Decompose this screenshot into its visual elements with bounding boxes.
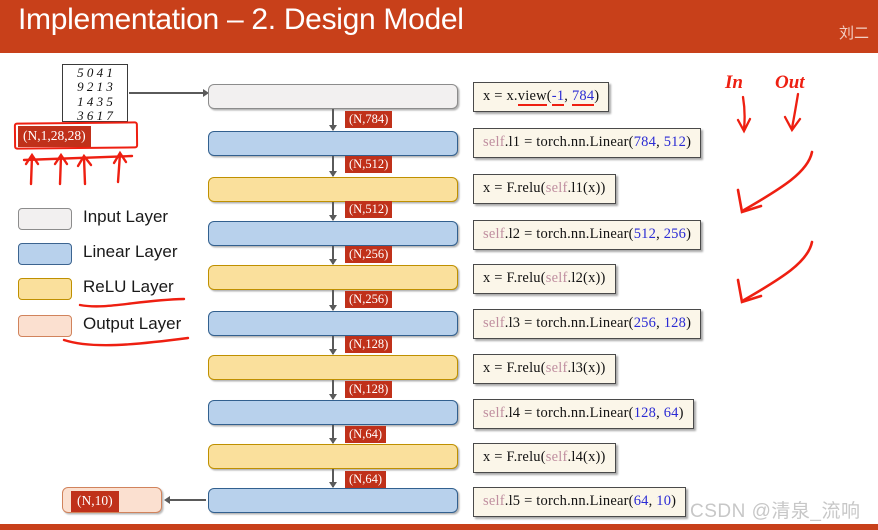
hand-underline-relu-layer	[78, 297, 186, 308]
digit-row: 3 6 1 7	[77, 108, 113, 122]
legend-swatch-output-layer	[18, 315, 72, 337]
code-box-l4-def: self.l4 = torch.nn.Linear(128, 64)	[473, 399, 694, 429]
code-box-l1-relu: x = F.relu(self.l1(x))	[473, 174, 616, 204]
flow-shape-badge-4: (N,256)	[345, 246, 393, 264]
flow-box-input-layer	[208, 84, 458, 109]
legend-label: ReLU Layer	[83, 277, 174, 296]
flow-shape-badge-7: (N,128)	[345, 381, 393, 399]
digit-row: 9 2 1 3	[77, 79, 113, 95]
flow-shape-badge-6: (N,128)	[345, 336, 393, 354]
flow-arrow-9	[329, 469, 336, 488]
digit-row: 1 4 3 5	[77, 93, 113, 109]
flow-box-linear-1	[208, 131, 458, 156]
flow-arrow-7	[329, 380, 336, 400]
code-box-l1-def: self.l1 = torch.nn.Linear(784, 512)	[473, 128, 702, 158]
flow-shape-badge-5: (N,256)	[345, 291, 393, 309]
bottom-bar	[0, 524, 878, 530]
hand-underline-output-layer	[62, 336, 190, 347]
hand-drawn-box-input-shape	[13, 121, 139, 150]
hand-label-in: In	[725, 72, 743, 93]
flow-arrow-8	[329, 425, 336, 444]
flow-box-relu-4	[208, 444, 458, 469]
code-box-l4-relu: x = F.relu(self.l4(x))	[473, 443, 616, 473]
page-title: Implementation – 2. Design Model	[18, 3, 464, 36]
flow-box-linear-5	[208, 488, 458, 513]
arrow-linear5-to-output	[164, 496, 206, 504]
legend-label: Linear Layer	[83, 242, 178, 261]
flow-arrow-6	[329, 336, 336, 355]
hand-arrow-in-to-784	[736, 95, 752, 134]
flow-box-linear-3	[208, 311, 458, 336]
flow-box-linear-2	[208, 221, 458, 246]
mnist-digit-grid: 5 0 4 1 9 2 1 3 1 4 3 5 3 6 1 7	[62, 64, 128, 122]
header-author: 刘二	[838, 25, 869, 42]
code-box-l2-relu: x = F.relu(self.l2(x))	[473, 264, 616, 294]
legend-label: Output Layer	[83, 314, 182, 333]
flow-arrow-1	[329, 109, 336, 131]
header-underline	[0, 53, 878, 56]
output-shape-badge: (N,10)	[71, 491, 119, 512]
legend-swatch-relu-layer	[18, 278, 72, 300]
slide-header: Implementation – 2. Design Model 刘二	[0, 0, 878, 53]
flow-arrow-3	[329, 202, 336, 221]
flow-box-relu-2	[208, 265, 458, 290]
flow-shape-badge-8: (N,64)	[345, 426, 386, 444]
flow-shape-badge-9: (N,64)	[345, 471, 386, 489]
hand-arrow-out-to-512	[783, 92, 802, 133]
flow-arrow-5	[329, 290, 336, 311]
code-box-l3-relu: x = F.relu(self.l3(x))	[473, 354, 616, 384]
code-box-l3-def: self.l3 = torch.nn.Linear(256, 128)	[473, 309, 702, 339]
code-box-l5-def: self.l5 = torch.nn.Linear(64, 10)	[473, 487, 687, 517]
legend-label: Input Layer	[83, 207, 169, 226]
flow-shape-badge-2: (N,512)	[345, 156, 393, 174]
flow-box-relu-3	[208, 355, 458, 380]
legend-swatch-linear-layer	[18, 243, 72, 265]
code-box-view: x = x.view(-1, 784)	[473, 82, 610, 112]
flow-box-linear-4	[208, 400, 458, 425]
hand-arrow-512-to-512	[736, 150, 814, 214]
code-box-l2-def: self.l2 = torch.nn.Linear(512, 256)	[473, 220, 702, 250]
flow-box-relu-1	[208, 177, 458, 202]
hand-arrow-256-to-256	[736, 240, 814, 304]
flow-arrow-2	[329, 156, 336, 177]
flow-shape-badge-3: (N,512)	[345, 201, 393, 219]
digit-row: 5 0 4 1	[77, 64, 113, 80]
arrow-digit-to-input	[129, 89, 209, 97]
legend-swatch-input-layer	[18, 208, 72, 230]
flow-arrow-4	[329, 246, 336, 265]
input-shape-badge: (N,1,28,28)	[18, 126, 91, 147]
watermark: CSDN @清泉_流响	[690, 501, 861, 522]
flow-shape-badge-1: (N,784)	[345, 111, 393, 129]
hand-label-out: Out	[775, 72, 805, 93]
